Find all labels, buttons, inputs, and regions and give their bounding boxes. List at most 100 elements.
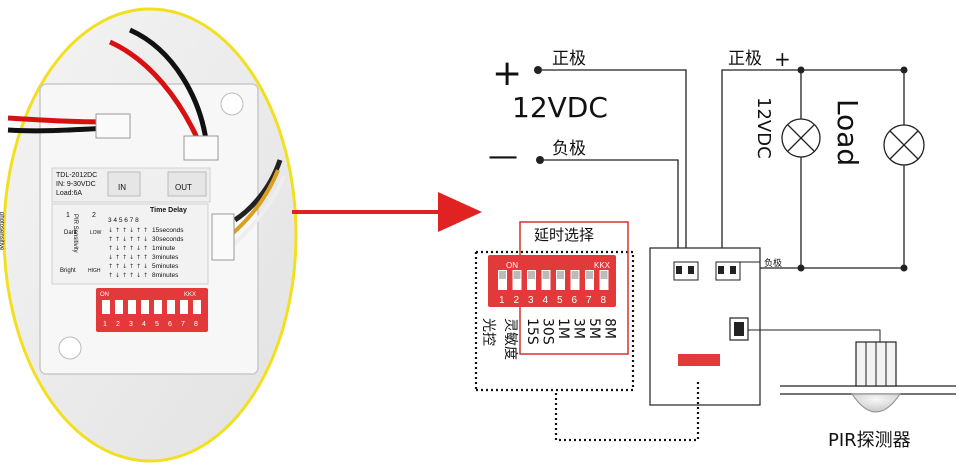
photo-dip-key	[167, 300, 175, 314]
switch-position-mark: ↑	[108, 245, 113, 252]
switch-position-mark: ↓	[122, 263, 127, 270]
diagram-dip-number: 5	[557, 295, 563, 306]
load-rating-label: Load:6A	[56, 190, 82, 197]
diagram-dip-key-toggle	[557, 271, 564, 279]
photo-dip-key	[115, 300, 123, 314]
col2-number: 2	[92, 212, 96, 219]
photo-dip-key	[193, 300, 201, 314]
switch-position-mark: ↓	[136, 245, 141, 252]
switch-position-mark: ↑	[143, 245, 148, 252]
photo-dip-on-label: ON	[100, 292, 109, 298]
switch-position-mark: ↑	[136, 227, 141, 234]
load-label: Load	[831, 99, 864, 166]
out-terminal-block	[715, 261, 741, 281]
delay-option: 1minute	[152, 245, 176, 252]
diagram-dip-key-toggle	[499, 271, 506, 279]
positive2-label: 正极	[728, 49, 762, 69]
delay-option: 8minutes	[152, 272, 179, 279]
delay-value: 1M	[555, 318, 571, 339]
supply-voltage-label: 12VDC	[512, 91, 608, 124]
dotted-link-outline	[476, 250, 700, 442]
delay-value: 5M	[586, 318, 602, 339]
diagram-dip-brand-label: KKX	[594, 261, 611, 270]
switch-position-mark: ↓	[108, 227, 113, 234]
bright-label: Bright	[60, 268, 76, 274]
pir-detector	[851, 341, 901, 413]
switch-position-mark: ↑	[122, 254, 127, 261]
in-terminal-label: IN	[118, 183, 126, 192]
direction-arrow	[292, 192, 482, 232]
photo-dip-number: 8	[194, 321, 198, 328]
switch-position-mark: ↓	[122, 236, 127, 243]
delay-switch-pattern: ↓↑↑↓↑↑↑↑↓↑↑↓↑↓↑↑↓↑↓↑↑↓↑↑↑↑↓↑↑↓↑↓↑↑↓↑	[108, 227, 148, 279]
switch-position-mark: ↑	[129, 236, 134, 243]
switch-position-mark: ↓	[129, 227, 134, 234]
negative-wire	[544, 159, 679, 264]
positive-label: 正极	[552, 49, 586, 69]
switch-position-mark: ↓	[108, 254, 113, 261]
supply2-voltage-label: 12VDC	[753, 97, 774, 159]
dark-label: Dark	[64, 230, 78, 236]
diagram-dip-number: 1	[499, 295, 505, 306]
switch-position-mark: ↑	[143, 254, 148, 261]
photo-dip-key	[128, 300, 136, 314]
photo-dip-number: 4	[142, 321, 146, 328]
switch-position-mark: ↓	[115, 245, 120, 252]
switch-position-mark: ↑	[136, 263, 141, 270]
device-photo: TDL-2012DC IN: 9-30VDC Load:6A IN OUT ph…	[0, 7, 298, 463]
diagram-dip-number: 3	[528, 295, 534, 306]
out-connector	[183, 135, 219, 161]
delay-value: 8M	[602, 318, 618, 339]
photosensitive-label: photosensitive	[0, 212, 4, 251]
photo-dip-number: 3	[129, 321, 133, 328]
circuit-schematic: + 正极 12VDC — 负极 正极 + 12VDC Load	[474, 47, 956, 451]
diagram-dip-key	[599, 270, 609, 290]
switch-position-mark: ↓	[136, 272, 141, 279]
in-terminal-block	[673, 261, 699, 281]
low-label: LOW	[90, 230, 102, 236]
delay-option: 3minutes	[152, 254, 179, 261]
diagram-dip-switch	[488, 255, 616, 307]
switch-position-mark: ↓	[115, 272, 120, 279]
diagram-dip-key	[570, 270, 580, 290]
col1-number: 1	[66, 212, 70, 219]
switch-position-mark: ↑	[115, 263, 120, 270]
switch-position-mark: ↓	[143, 236, 148, 243]
photo-dip-number: 2	[116, 321, 120, 328]
delay-value: 3M	[571, 318, 587, 339]
pir-detector-label: PIR探测器	[828, 430, 911, 451]
mount-hole-bottom	[58, 336, 82, 360]
diagram-dip-key	[498, 270, 507, 290]
diagram-dip-key-toggle	[528, 271, 535, 279]
load-supply-wire	[721, 69, 905, 268]
switch-position-mark: ↑	[122, 245, 127, 252]
diagram-dip-key	[512, 270, 522, 290]
time-delay-title: Time Delay	[150, 207, 187, 214]
diagram-dip-key-toggle	[586, 271, 593, 279]
diagram-dip-key-toggle	[513, 271, 521, 279]
photo-dip-key	[141, 300, 149, 314]
diagram-dip-key	[527, 270, 536, 290]
switch-position-mark: ↓	[129, 254, 134, 261]
photo-dip-switch	[96, 288, 208, 332]
delay-option: 30seconds	[152, 236, 184, 243]
sensitivity-label: 灵敏度	[502, 318, 518, 360]
switch-position-mark: ↑	[115, 254, 120, 261]
switch-position-mark: ↑	[143, 227, 148, 234]
diagram-dip-key	[556, 270, 565, 290]
switch-position-mark: ↑	[108, 236, 113, 243]
diagram-dip-number: 4	[543, 295, 549, 306]
delay-select-label: 延时选择	[534, 226, 594, 244]
diagram-dip-key-toggle	[600, 271, 608, 279]
switch-position-mark: ↑	[115, 227, 120, 234]
minus-symbol: —	[488, 139, 518, 174]
in-connector	[95, 113, 131, 139]
photo-dip-number: 5	[155, 321, 159, 328]
switch-position-mark: ↑	[122, 227, 127, 234]
delay-option: 15seconds	[152, 227, 184, 234]
board-dip-switch	[678, 354, 720, 366]
